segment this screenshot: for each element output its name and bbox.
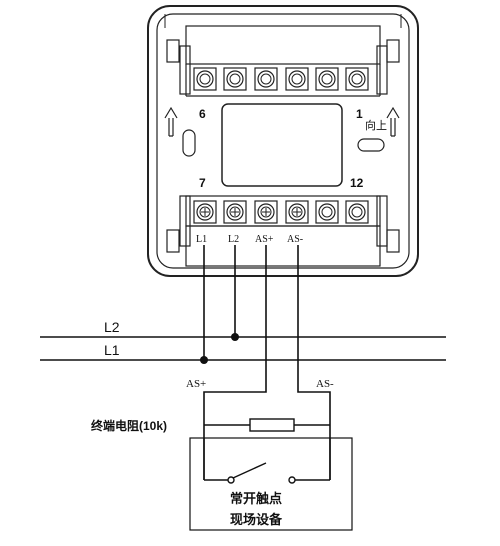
wires (203, 245, 331, 480)
field-label-as-minus: AS- (316, 378, 334, 390)
terminal-number-6: 6 (199, 107, 206, 121)
bottom-screw-row (193, 200, 369, 224)
terminal-number-1: 1 (356, 107, 363, 121)
terminal-label-l2: L2 (228, 234, 239, 245)
screw-terminal-icon (345, 200, 369, 224)
module-housing (147, 5, 419, 277)
switch-icon (203, 438, 331, 484)
terminal-label-as-plus: AS+ (255, 234, 274, 245)
mounting-slot-left (182, 129, 196, 157)
screw-terminal-icon (345, 67, 369, 91)
top-terminal-block (166, 25, 400, 97)
bottom-terminal-block (166, 195, 400, 267)
screw-terminal-icon (223, 67, 247, 91)
terminal-number-7: 7 (199, 176, 206, 190)
screw-terminal-icon (285, 67, 309, 91)
screw-terminal-icon (223, 200, 247, 224)
screw-terminal-icon (254, 200, 278, 224)
resistor-icon (204, 418, 330, 432)
bus-lines (40, 336, 446, 361)
screw-terminal-icon (315, 67, 339, 91)
resistor-label: 终端电阻(10k) (91, 418, 167, 433)
bus-label-l1: L1 (104, 342, 120, 358)
top-screw-row (193, 67, 369, 91)
field-label-as-plus: AS+ (186, 378, 206, 390)
screw-terminal-icon (254, 67, 278, 91)
bus-label-l2: L2 (104, 319, 120, 335)
screw-terminal-icon (193, 67, 217, 91)
arrow-up-icon (164, 106, 178, 137)
screw-terminal-icon (285, 200, 309, 224)
arrow-up-icon (386, 106, 400, 137)
device-label: 现场设备 (230, 512, 283, 527)
contact-label: 常开触点 (230, 491, 282, 506)
junction-dot-icon (200, 356, 208, 364)
screw-terminal-icon (193, 200, 217, 224)
mounting-slot-right (357, 138, 385, 152)
terminal-label-l1: L1 (196, 234, 207, 245)
terminal-label-as-minus: AS- (287, 234, 303, 245)
orientation-mark: 向上 (365, 118, 387, 132)
terminal-number-12: 12 (350, 176, 364, 190)
screw-terminal-icon (315, 200, 339, 224)
center-window (221, 103, 343, 187)
junction-dot-icon (231, 333, 239, 341)
field-device-box (189, 437, 353, 531)
